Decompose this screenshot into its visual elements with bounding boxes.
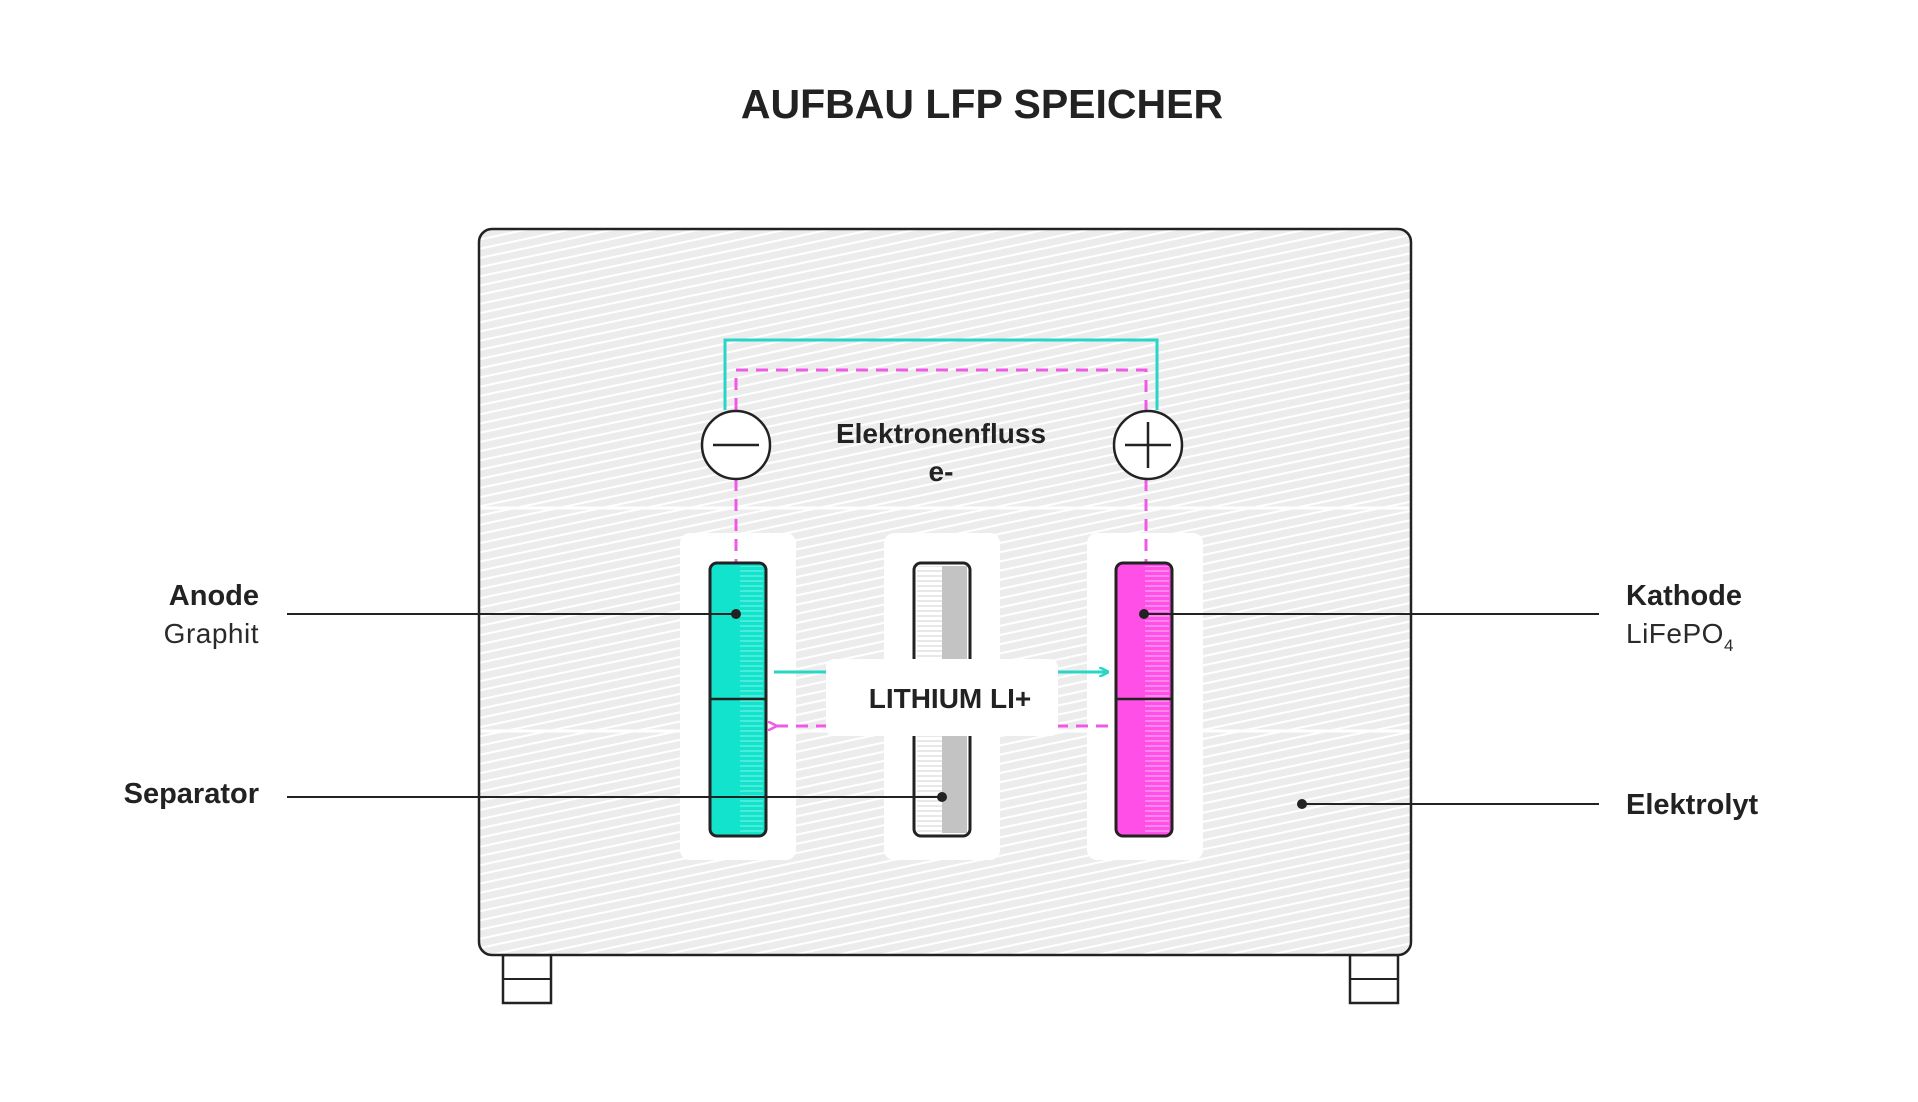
kathode-leader-dot xyxy=(1139,609,1149,619)
kathode-material-base: LiFePO xyxy=(1626,618,1724,649)
electron-flow-path xyxy=(734,368,1148,410)
battery-foot-left xyxy=(501,953,553,1005)
positive-terminal xyxy=(1112,409,1184,481)
plus-icon xyxy=(1125,422,1171,468)
battery-foot-right xyxy=(1348,953,1400,1005)
kathode-label: Kathode xyxy=(1626,580,1742,612)
external-circuit-line xyxy=(723,338,1159,410)
separator-label: Separator xyxy=(124,778,259,810)
negative-terminal xyxy=(700,409,772,481)
elektrolyt-leader-dot xyxy=(1297,799,1307,809)
electron-symbol: e- xyxy=(929,456,954,487)
kathode-material: LiFePO4 xyxy=(1626,618,1734,655)
anode-leader-dot xyxy=(731,609,741,619)
electron-flow-label: Elektronenfluss xyxy=(836,418,1046,449)
anode-label: Anode xyxy=(169,580,259,612)
kathode-electrode xyxy=(1114,561,1174,838)
kathode-material-subscript: 4 xyxy=(1724,636,1734,655)
diagram-title: AUFBAU LFP SPEICHER xyxy=(741,81,1223,127)
lithium-ion-label: LITHIUM LI+ xyxy=(869,683,1032,714)
anode-material: Graphit xyxy=(164,618,259,649)
separator-leader-dot xyxy=(937,792,947,802)
lithium-label-box xyxy=(826,659,1058,736)
anode-electrode xyxy=(708,561,768,838)
elektrolyt-label: Elektrolyt xyxy=(1626,789,1758,821)
